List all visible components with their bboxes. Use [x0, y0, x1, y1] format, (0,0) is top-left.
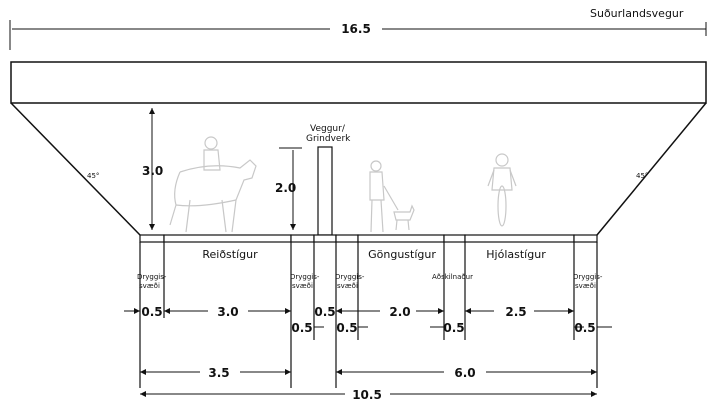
wall-label-line2: Grindverk	[306, 134, 351, 144]
safety-zone-label-4-line2: svæði	[575, 282, 596, 290]
road-name-label: Suðurlandsvegur	[590, 7, 684, 20]
clearance-height-label: 3.0	[142, 164, 163, 178]
ground-segments	[139, 234, 598, 243]
safety-zone-label-1-line1: Dryggis-	[137, 273, 167, 281]
total-width-dimension: 16.5	[9, 20, 707, 50]
left-abutment-slope	[10, 102, 141, 236]
safety-zone-label-1-line2: svæði	[139, 282, 160, 290]
bike-path-label: Hjólastígur	[486, 248, 546, 261]
safety-width-4: 0.5	[574, 321, 595, 335]
wall-height-dimension: 2.0	[275, 147, 302, 230]
total-width-label: 16.5	[341, 22, 371, 36]
separator-label: Aðskilnaður	[432, 273, 473, 281]
walk-width: 2.0	[389, 305, 410, 319]
safety-width-1: 0.5	[141, 305, 162, 319]
safety-width-3: 0.5	[336, 321, 357, 335]
safety-zone-label-2-line1: Dryggis-	[290, 273, 320, 281]
safety-zone-label-2-line2: svæði	[292, 282, 313, 290]
safety-width-2: 0.5	[291, 321, 312, 335]
wall-height-label: 2.0	[275, 181, 296, 195]
horse-total-width: 3.5	[208, 366, 229, 380]
bike-width: 2.5	[505, 305, 526, 319]
overall-width: 10.5	[352, 388, 382, 402]
horse-path-label: Reiðstígur	[202, 248, 258, 261]
bridge-deck	[10, 61, 707, 104]
cyclist-icon	[487, 153, 517, 227]
safety-zone-label-3-line1: Dryggis-	[335, 273, 365, 281]
left-angle-label: 45°	[87, 172, 99, 180]
horse-width: 3.0	[217, 305, 238, 319]
clearance-height-dimension: 3.0	[142, 108, 163, 230]
walk-path-label: Göngustígur	[368, 248, 436, 261]
wall-label-line1: Veggur/	[310, 124, 346, 134]
right-angle-label: 45°	[636, 172, 648, 180]
pedestrian-dog-icon	[369, 160, 415, 233]
right-abutment-slope	[596, 102, 707, 236]
separator-width: 0.5	[443, 321, 464, 335]
dimension-extension-lines	[139, 242, 598, 388]
wall	[317, 146, 333, 236]
safety-zone-label-3-line2: svæði	[337, 282, 358, 290]
horse-rider-icon	[169, 136, 257, 233]
wall-width: 0.5	[314, 305, 335, 319]
walk-bike-total-width: 6.0	[454, 366, 475, 380]
safety-zone-label-4-line1: Dryggis-	[573, 273, 603, 281]
